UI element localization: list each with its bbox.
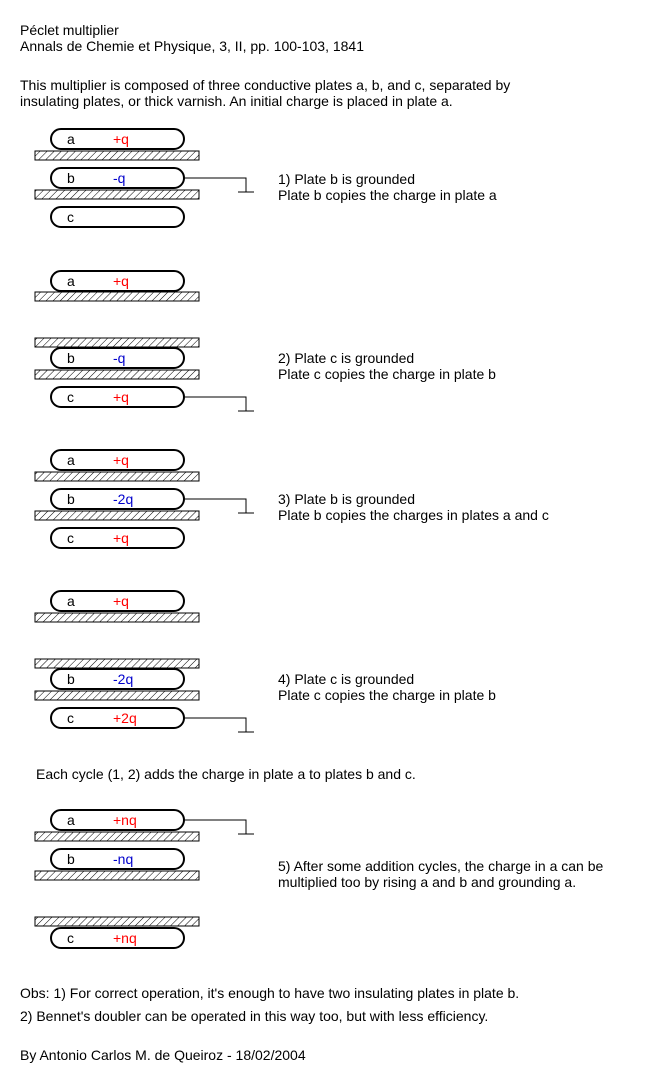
- intro-line-1: This multiplier is composed of three con…: [20, 77, 511, 93]
- plate-charge: +nq: [113, 812, 137, 828]
- plate-a: a +nq: [50, 809, 185, 831]
- plate-b: b -2q: [50, 668, 185, 690]
- plate-letter: b: [67, 491, 75, 507]
- plate-letter: a: [67, 131, 75, 147]
- insulating-plate: [34, 471, 200, 482]
- plate-b: b -2q: [50, 488, 185, 510]
- plate-letter: a: [67, 273, 75, 289]
- plate-charge: -q: [113, 350, 125, 366]
- plate-c: c +2q: [50, 707, 185, 729]
- step-1-desc: Plate b copies the charge in plate a: [278, 187, 497, 203]
- author-credit: By Antonio Carlos M. de Queiroz - 18/02/…: [20, 1047, 306, 1063]
- step-5-title: 5) After some addition cycles, the charg…: [278, 858, 604, 874]
- ground-wire: [184, 498, 247, 513]
- plate-body: [50, 848, 185, 870]
- plate-charge: +q: [113, 530, 129, 546]
- ground-connections: [184, 177, 254, 835]
- plate-b: b -nq: [50, 848, 185, 870]
- plate-c: c: [50, 206, 185, 228]
- plate-letter: a: [67, 452, 75, 468]
- plate-body: [50, 668, 185, 690]
- step-5-desc: multiplied too by rising a and b and gro…: [278, 874, 577, 890]
- plate-c: c +nq: [50, 927, 185, 949]
- plate-body: [50, 449, 185, 471]
- plate-a: a +q: [50, 270, 185, 292]
- ground-symbol: [184, 717, 254, 733]
- plate-charge: -q: [113, 170, 125, 186]
- plate-letter: c: [67, 209, 74, 225]
- ground-wire: [184, 396, 247, 411]
- plate-c: c +q: [50, 527, 185, 549]
- insulating-plate: [34, 870, 200, 881]
- plate-letter: b: [67, 671, 75, 687]
- insulating-plate: [34, 337, 200, 348]
- plate-letter: c: [67, 710, 74, 726]
- step-4-title: 4) Plate c is grounded: [278, 671, 415, 687]
- insulating-plates: [34, 150, 200, 927]
- ground-wire: [184, 717, 247, 732]
- plate-body: [50, 927, 185, 949]
- ground-symbol: [184, 177, 254, 193]
- plate-body: [50, 270, 185, 292]
- plate-letter: c: [67, 389, 74, 405]
- plate-charge: +nq: [113, 930, 137, 946]
- step-1-title: 1) Plate b is grounded: [278, 171, 415, 187]
- obs-line-2: 2) Bennet's doubler can be operated in t…: [20, 1008, 489, 1024]
- plate-charge: +2q: [113, 710, 137, 726]
- step-3-title: 3) Plate b is grounded: [278, 491, 415, 507]
- insulating-plate: [34, 831, 200, 842]
- plate-body: [50, 128, 185, 150]
- plate-letter: a: [67, 812, 75, 828]
- plate-b: b -q: [50, 347, 185, 369]
- plate-charge: -nq: [113, 851, 133, 867]
- plate-charge: +q: [113, 593, 129, 609]
- plate-letter: a: [67, 593, 75, 609]
- insulating-plate: [34, 150, 200, 161]
- conductive-plates: a +q b -q c a +q b -q c +q a +q b -2q c +q a +q b -2q c +2q a +n…: [50, 128, 185, 949]
- plate-letter: b: [67, 851, 75, 867]
- plate-body: [50, 590, 185, 612]
- plate-c: c +q: [50, 386, 185, 408]
- plate-charge: +q: [113, 389, 129, 405]
- insulating-plate: [34, 369, 200, 380]
- insulating-plate: [34, 916, 200, 927]
- plate-charge: +q: [113, 452, 129, 468]
- ground-wire: [184, 177, 247, 192]
- insulating-plate: [34, 510, 200, 521]
- step-2-title: 2) Plate c is grounded: [278, 350, 415, 366]
- plate-a: a +q: [50, 590, 185, 612]
- step-3-desc: Plate b copies the charges in plates a a…: [278, 507, 549, 523]
- step-4-desc: Plate c copies the charge in plate b: [278, 687, 496, 703]
- plate-charge: +q: [113, 273, 129, 289]
- plate-charge: +q: [113, 131, 129, 147]
- plate-letter: b: [67, 350, 75, 366]
- plate-body: [50, 527, 185, 549]
- plate-letter: b: [67, 170, 75, 186]
- insulating-plate: [34, 690, 200, 701]
- plate-a: a +q: [50, 449, 185, 471]
- plate-letter: c: [67, 530, 74, 546]
- plate-body: [50, 206, 185, 228]
- plate-b: b -q: [50, 167, 185, 189]
- plate-body: [50, 347, 185, 369]
- plate-letter: c: [67, 930, 74, 946]
- ground-wire: [184, 819, 247, 834]
- intro-line-2: insulating plates, or thick varnish. An …: [20, 93, 453, 109]
- step-2-desc: Plate c copies the charge in plate b: [278, 366, 496, 382]
- ground-symbol: [184, 498, 254, 514]
- insulating-plate: [34, 612, 200, 623]
- citation: Annals de Chemie et Physique, 3, II, pp.…: [20, 38, 365, 54]
- page-title: Péclet multiplier: [20, 22, 119, 38]
- insulating-plate: [34, 291, 200, 302]
- plate-a: a +q: [50, 128, 185, 150]
- plate-charge: -2q: [113, 671, 133, 687]
- plate-charge: -2q: [113, 491, 133, 507]
- ground-symbol: [184, 396, 254, 412]
- ground-symbol: [184, 819, 254, 835]
- insulating-plate: [34, 658, 200, 669]
- insulating-plate: [34, 189, 200, 200]
- obs-line-1: Obs: 1) For correct operation, it's enou…: [20, 985, 520, 1001]
- cycle-note: Each cycle (1, 2) adds the charge in pla…: [36, 766, 416, 782]
